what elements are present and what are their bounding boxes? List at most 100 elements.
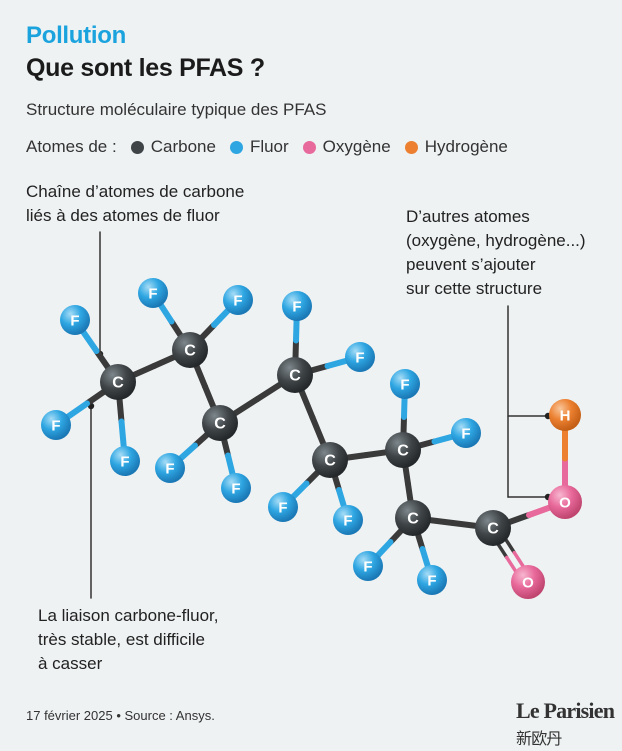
atom-carbon-c1: C: [100, 364, 136, 400]
carbon-atom-label: C: [487, 521, 499, 538]
hydrogen-atom-ball: [549, 399, 581, 431]
fluorine-atom-ball: [353, 551, 383, 581]
carbon-atom-ball: [277, 357, 313, 393]
legend-label-carbon: Carbone: [150, 137, 216, 156]
atom-hydrogen-h1: H: [549, 399, 581, 431]
atom-fluorine-f3: F: [110, 446, 140, 476]
note-other-atoms-line-2: (oxygène, hydrogène...): [406, 231, 586, 250]
carbon-atom-label: C: [397, 443, 409, 460]
carbon-atom-ball: [395, 500, 431, 536]
fluorine-atom-ball: [282, 291, 312, 321]
kicker: Pollution: [26, 22, 126, 49]
fluorine-atom-ball: [155, 453, 185, 483]
fluorine-atom-label: F: [120, 454, 129, 471]
fluorine-atom-label: F: [292, 299, 301, 316]
carbon-atom-ball: [202, 405, 238, 441]
note-other-atoms-line-3: peuvent s’ajouter: [406, 255, 536, 274]
carbon-atom-label: C: [184, 343, 196, 360]
fluorine-atom-ball: [451, 418, 481, 448]
oxygen-atom-ball: [511, 565, 545, 599]
atom-fluorine-f9: F: [345, 342, 375, 372]
oxygen-atom-label: O: [559, 495, 571, 512]
note-bond-line-3: à casser: [38, 654, 103, 673]
hydrogen-dot-icon: [404, 140, 418, 154]
atom-oxygen-o1: O: [511, 565, 545, 599]
note-other-atoms: D’autres atomes (oxygène, hydrogène...) …: [406, 205, 586, 301]
page-title: Que sont les PFAS ?: [26, 54, 265, 82]
note-carbon-chain-line-1: Chaîne d’atomes de carbone: [26, 182, 245, 201]
atom-fluorine-f4: F: [138, 278, 168, 308]
carbon-atom-label: C: [112, 375, 124, 392]
carbon-atom-ball: [172, 332, 208, 368]
fluorine-dot-icon: [229, 140, 243, 154]
atom-fluorine-f1: F: [60, 305, 90, 335]
note-bond: La liaison carbone-fluor, très stable, e…: [38, 604, 219, 676]
atom-carbon-c4: C: [277, 357, 313, 393]
fluorine-atom-label: F: [148, 286, 157, 303]
fluorine-atom-ball: [60, 305, 90, 335]
atom-carbon-c6: C: [385, 432, 421, 468]
note-carbon-chain: Chaîne d’atomes de carbone liés à des at…: [26, 180, 244, 228]
atom-fluorine-f7: F: [221, 473, 251, 503]
legend-item-fluorine: Fluor: [229, 137, 289, 157]
atom-carbon-c5: C: [312, 442, 348, 478]
fluorine-atom-ball: [333, 505, 363, 535]
atom-fluorine-f6: F: [155, 453, 185, 483]
note-other-atoms-line-1: D’autres atomes: [406, 207, 530, 226]
carbon-atom-label: C: [214, 416, 226, 433]
atom-fluorine-f11: F: [333, 505, 363, 535]
publisher-logo: Le Parisien 新欧丹: [516, 698, 622, 750]
carbon-atom-label: C: [289, 368, 301, 385]
fluorine-atom-ball: [223, 285, 253, 315]
atom-carbon-c8: C: [475, 510, 511, 546]
carbon-atom-ball: [100, 364, 136, 400]
fluorine-atom-label: F: [233, 293, 242, 310]
fluorine-atom-ball: [221, 473, 251, 503]
legend-prefix: Atomes de :: [26, 137, 117, 156]
fluorine-atom-ball: [138, 278, 168, 308]
fluorine-atom-ball: [417, 565, 447, 595]
logo-main: Le Parisien: [516, 698, 615, 723]
footer-source: 17 février 2025 • Source : Ansys.: [26, 708, 215, 723]
atom-fluorine-f15: F: [417, 565, 447, 595]
carbon-atom-label: C: [407, 511, 419, 528]
subtitle: Structure moléculaire typique des PFAS: [26, 100, 327, 119]
fluorine-atom-ball: [390, 369, 420, 399]
legend-label-fluorine: Fluor: [249, 137, 289, 156]
fluorine-atom-label: F: [400, 377, 409, 394]
oxygen-atom-ball: [548, 485, 582, 519]
atom-oxygen-o2: O: [548, 485, 582, 519]
legend-label-oxygen: Oxygène: [322, 137, 391, 156]
legend-item-carbon: Carbone: [130, 137, 216, 157]
atom-carbon-c2: C: [172, 332, 208, 368]
carbon-atom-label: C: [324, 453, 336, 470]
fluorine-atom-label: F: [278, 500, 287, 517]
fluorine-atom-ball: [41, 410, 71, 440]
fluorine-atom-ball: [268, 492, 298, 522]
fluorine-atom-label: F: [165, 461, 174, 478]
carbon-atom-ball: [475, 510, 511, 546]
carbon-atom-ball: [312, 442, 348, 478]
atom-fluorine-f2: F: [41, 410, 71, 440]
fluorine-atom-label: F: [70, 313, 79, 330]
atom-carbon-c7: C: [395, 500, 431, 536]
atom-fluorine-f5: F: [223, 285, 253, 315]
atom-carbon-c3: C: [202, 405, 238, 441]
atom-fluorine-f13: F: [451, 418, 481, 448]
fluorine-atom-ball: [110, 446, 140, 476]
note-other-atoms-line-4: sur cette structure: [406, 279, 543, 298]
atom-fluorine-f12: F: [390, 369, 420, 399]
fluorine-atom-label: F: [343, 513, 352, 530]
note-bond-line-2: très stable, est difficile: [38, 630, 205, 649]
fluorine-atom-label: F: [355, 350, 364, 367]
carbon-atom-ball: [385, 432, 421, 468]
fluorine-atom-label: F: [231, 481, 240, 498]
oxygen-dot-icon: [302, 140, 316, 154]
fluorine-atom-label: F: [461, 426, 470, 443]
atom-fluorine-f8: F: [282, 291, 312, 321]
legend-item-hydrogen: Hydrogène: [404, 137, 508, 157]
carbon-dot-icon: [130, 140, 144, 154]
atom-fluorine-f10: F: [268, 492, 298, 522]
hydrogen-atom-label: H: [560, 408, 571, 425]
